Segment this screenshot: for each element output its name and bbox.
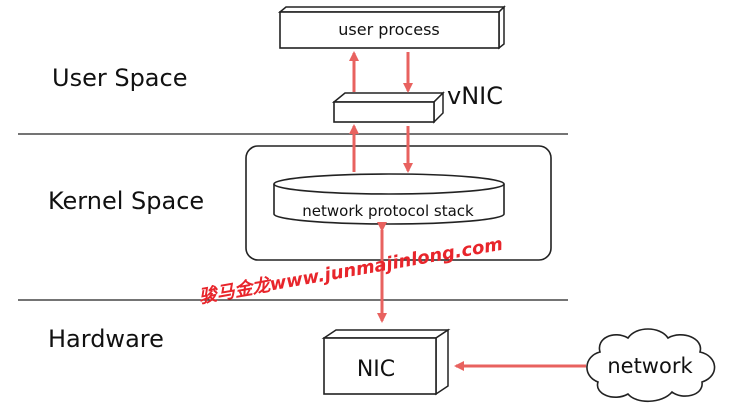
vnic-label: vNIC — [447, 82, 503, 110]
user-process-box: user process — [277, 5, 506, 50]
kernel-space-label: Kernel Space — [48, 187, 204, 215]
network-cloud: network — [586, 328, 716, 403]
protocol-stack-label: network protocol stack — [302, 202, 474, 220]
network-label: network — [607, 354, 693, 378]
user-process-label: user process — [338, 20, 439, 39]
vnic-device: vNIC — [331, 82, 503, 124]
kernel-container — [245, 145, 552, 261]
arrows — [349, 51, 586, 371]
protocol-stack-cylinder: network protocol stack — [273, 173, 505, 225]
user-space-label: User Space — [52, 64, 187, 92]
hardware-label: Hardware — [48, 325, 164, 353]
nic-device: NIC — [321, 328, 451, 396]
watermark: 骏马金龙www.junmajinlong.com — [197, 234, 504, 308]
nic-label: NIC — [357, 357, 395, 382]
